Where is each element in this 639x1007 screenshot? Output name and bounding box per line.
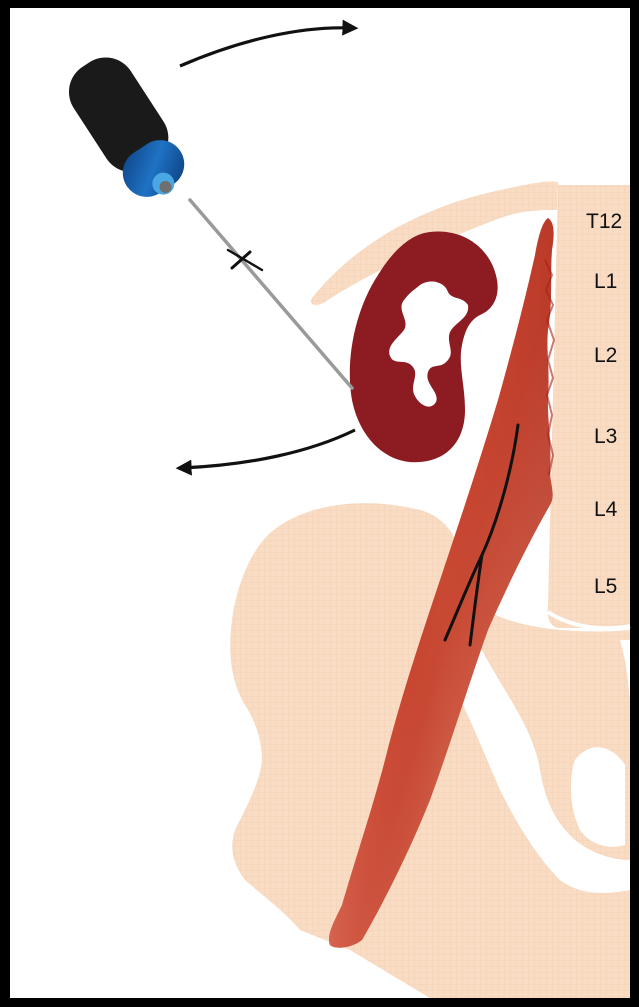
vertebra-label-l1: L1 [594,270,617,293]
vertebra-label-l3: L3 [594,425,617,448]
spine-icon [548,185,630,628]
vertebra-label-l4: L4 [594,498,618,521]
vertebra-label-l5: L5 [594,575,617,598]
vertebra-label-t12: T12 [586,210,622,233]
vertebra-label-l2: L2 [594,344,617,367]
